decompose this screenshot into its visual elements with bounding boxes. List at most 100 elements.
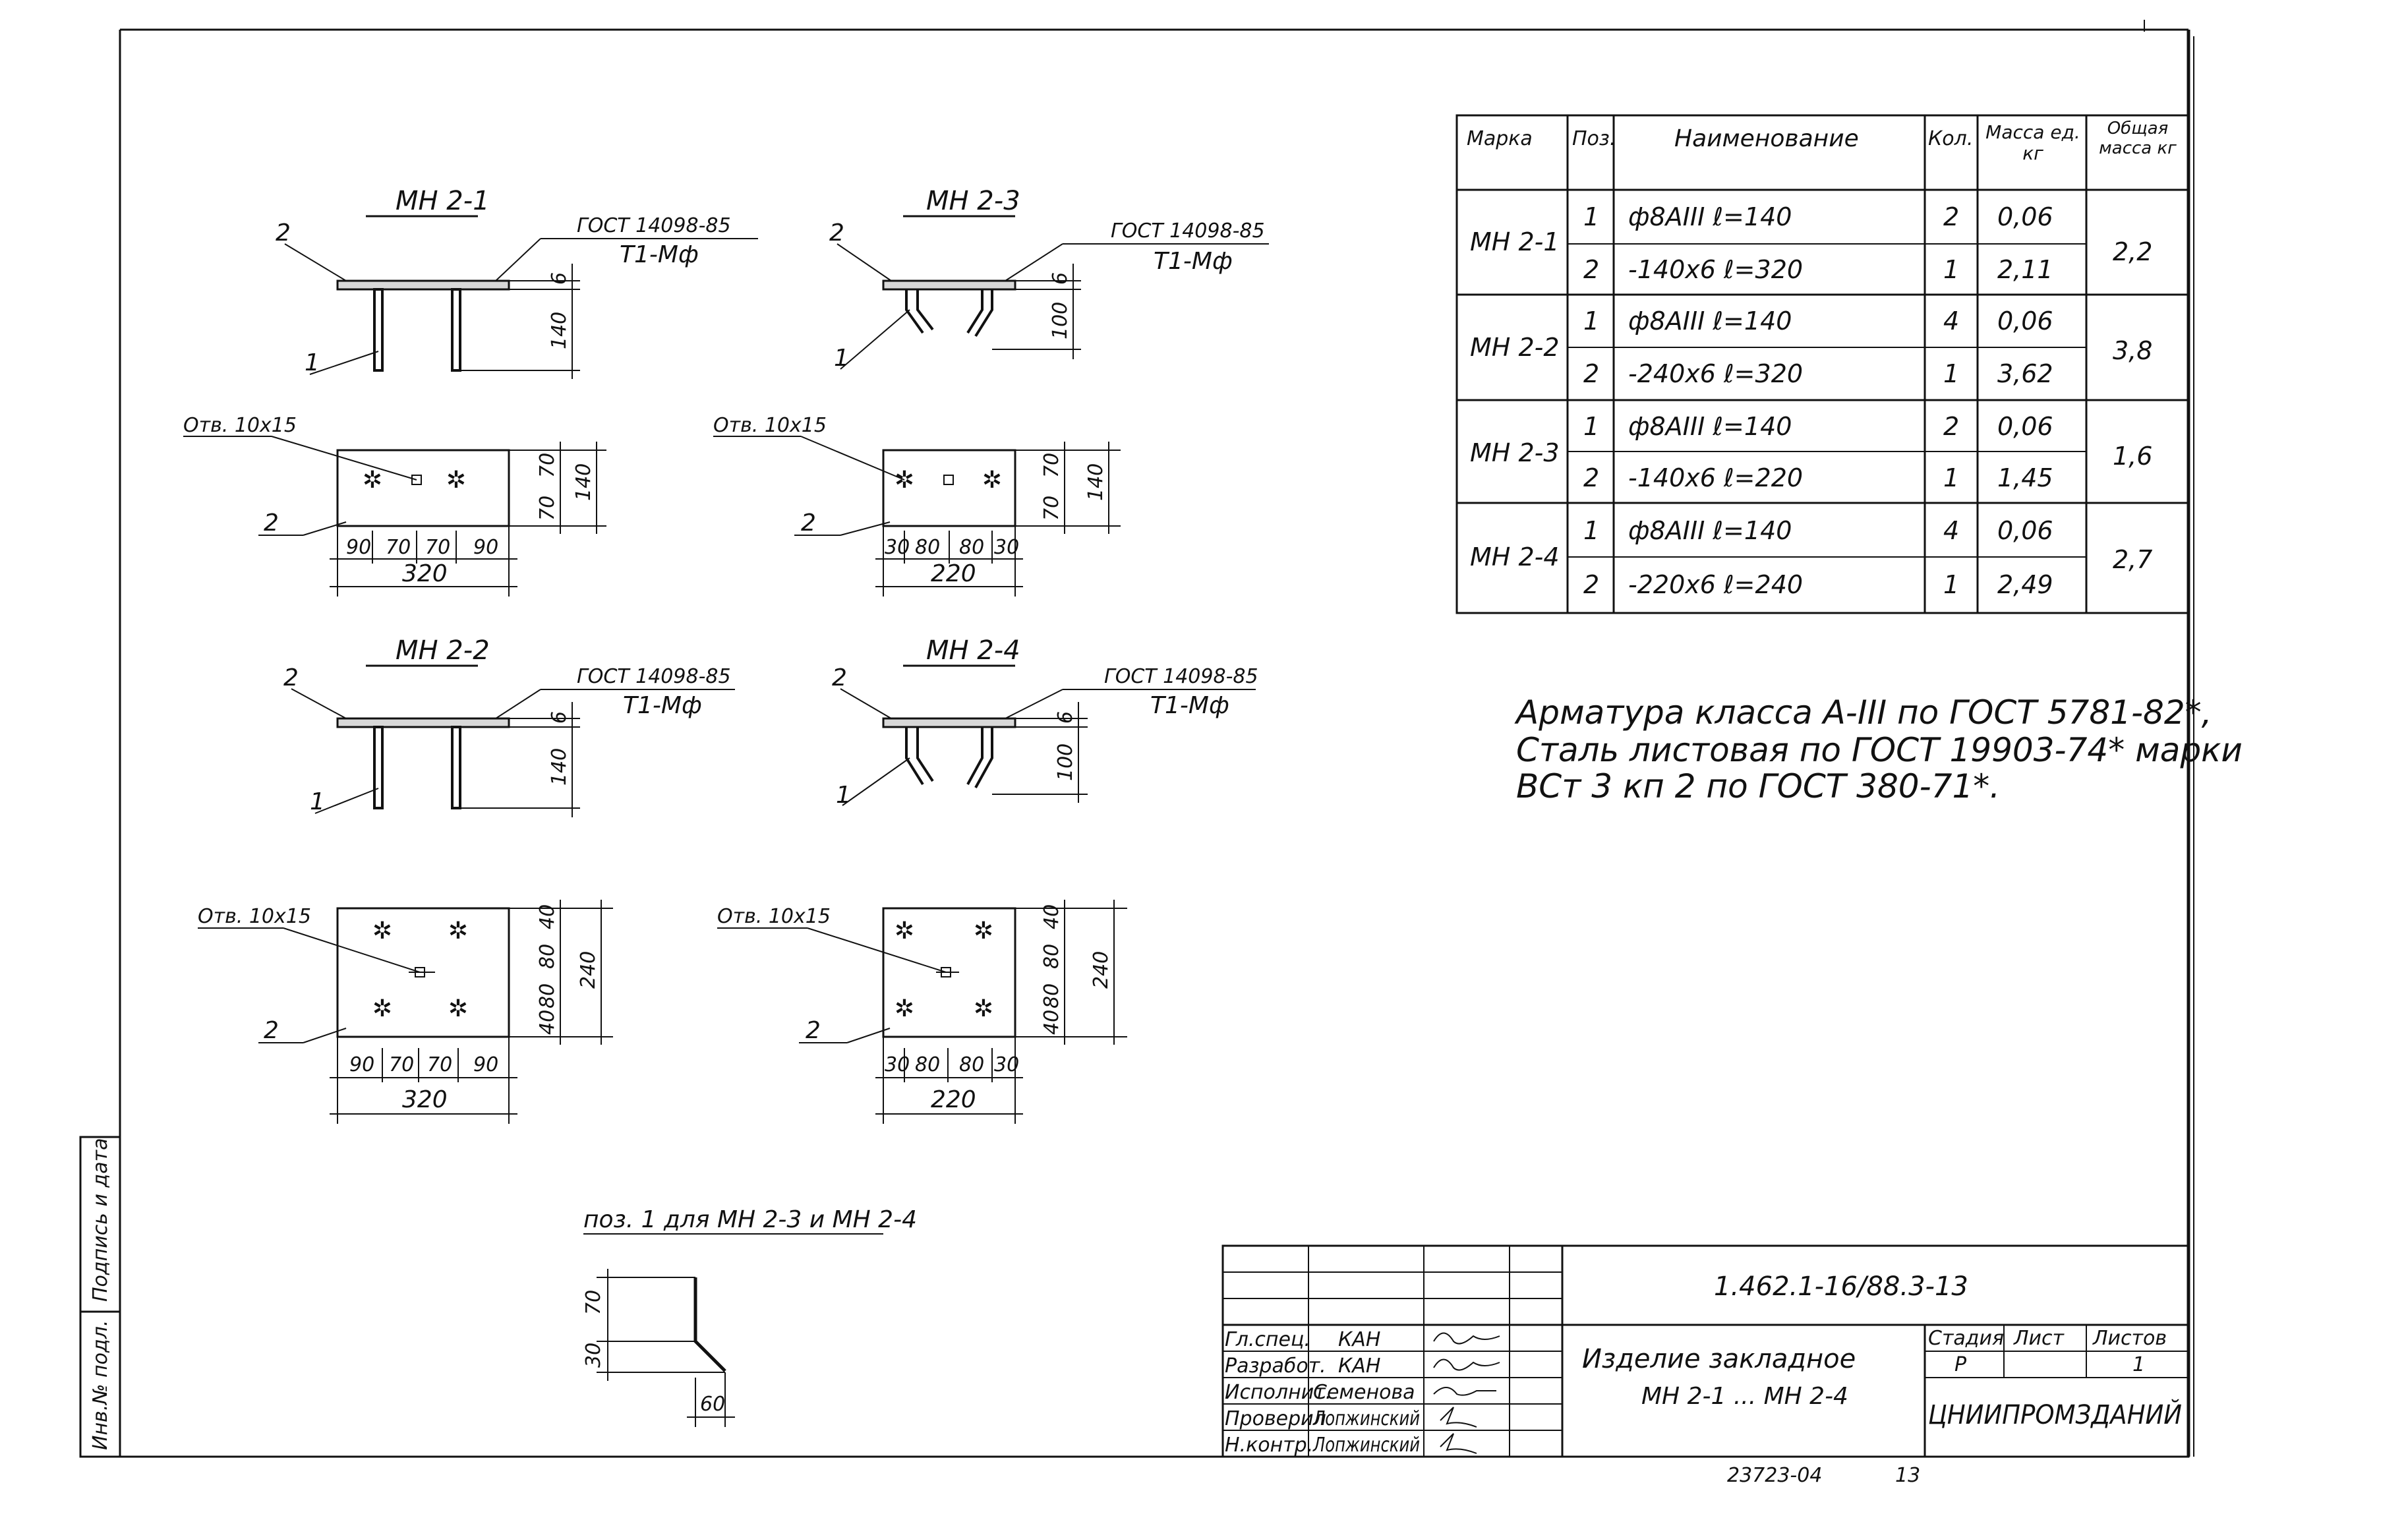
spec-qty: 4	[1943, 306, 1959, 335]
spec-header-pos: Поз.	[1572, 127, 1616, 150]
title-block: Гл.спец. Разработ. Исполнит. Проверил Н.…	[1221, 1244, 2190, 1458]
detail-dim-60: 60	[700, 1393, 725, 1416]
spec-mark: МН 2-4	[1470, 542, 1560, 571]
dim-total: 320	[402, 560, 448, 587]
sheets-value: 1	[2132, 1353, 2145, 1376]
plan-star-icon: ✲	[372, 995, 392, 1022]
weld-label: Т1-Мф	[620, 241, 699, 268]
spec-name: ф8АIII ℓ=140	[1628, 412, 1792, 441]
signature	[1440, 1407, 1477, 1428]
spec-total-mass: 1,6	[2113, 442, 2152, 471]
spec-unit-mass: 0,06	[1997, 202, 2053, 231]
spec-header-mark: Марка	[1467, 127, 1533, 150]
spec-unit-mass: 1,45	[1997, 463, 2053, 492]
spec-pos: 2	[1583, 359, 1599, 388]
stamp-inv-no: Инв.№ подл.	[89, 1320, 112, 1450]
gost-label: ГОСТ 14098-85	[577, 665, 731, 688]
weld-label: Т1-Мф	[623, 692, 702, 719]
dim-h2: 70	[386, 536, 411, 559]
drawing-number: 1.462.1-16/88.3-13	[1714, 1271, 1968, 1302]
view-mn2-4: МН 2-4 2 1 ГОСТ 14098-85 Т1-Мф 6 100	[832, 635, 1258, 809]
spec-unit-mass: 0,06	[1997, 306, 2053, 335]
pos1-detail: поз. 1 для МН 2-3 и МН 2-4 70 30 60	[582, 1206, 917, 1427]
left-stamp: Инв.№ подл. Подпись и дата	[79, 1136, 121, 1458]
signature	[1433, 1387, 1496, 1396]
dim-h3: 80	[959, 536, 984, 559]
dim-total: 220	[931, 1086, 976, 1113]
plan-mn2-2: ✲ ✲ ✲ ✲ Отв. 10х15 2 90 70 70 90 320 40 …	[198, 900, 613, 1124]
pos2-label: 2	[801, 510, 816, 537]
dim-vtotal: 140	[1084, 463, 1107, 501]
detail-dim-30: 30	[582, 1343, 605, 1368]
pos2-label: 2	[283, 664, 299, 691]
tb-role: Исполнит.	[1225, 1381, 1332, 1404]
stage-label: Стадия	[1928, 1327, 2004, 1350]
tb-role: Н.контр.	[1225, 1434, 1313, 1457]
spec-qty: 1	[1943, 255, 1959, 284]
item-marks: МН 2-1 ... МН 2-4	[1641, 1383, 1848, 1410]
tb-name: КАН	[1338, 1355, 1380, 1378]
dim-v4: 40	[1040, 904, 1063, 929]
spec-total-mass: 3,8	[2113, 336, 2152, 365]
plan-star-icon: ✲	[372, 918, 392, 945]
spec-total-mass: 2,7	[2113, 545, 2152, 574]
dim-height: 100	[1049, 302, 1072, 339]
signature	[1440, 1433, 1477, 1454]
tb-role: Гл.спец.	[1225, 1328, 1310, 1351]
plan-star-icon: ✲	[448, 918, 468, 945]
dim-v2: 80	[536, 983, 559, 1008]
spec-unit-mass: 3,62	[1997, 359, 2053, 388]
dim-v4: 40	[536, 904, 559, 929]
spec-row: 2 -140х6 ℓ=220 1 1,45	[1583, 463, 2053, 492]
plan-star-icon: ✲	[363, 467, 382, 494]
dim-height: 140	[548, 748, 571, 786]
pos2-label: 2	[829, 219, 844, 247]
view-title: МН 2-2	[396, 635, 490, 666]
spec-unit-mass: 2,11	[1997, 255, 2053, 284]
dim-v1: 40	[536, 1010, 559, 1035]
plan-star-icon: ✲	[982, 467, 1002, 494]
bottom-code: 23723-04	[1727, 1464, 1822, 1487]
pos2-label: 2	[276, 219, 291, 247]
spec-name: -240х6 ℓ=320	[1628, 359, 1803, 388]
spec-pos: 2	[1583, 463, 1599, 492]
pos1-label: 1	[305, 349, 320, 376]
spec-pos: 2	[1583, 255, 1599, 284]
weld-label: Т1-Мф	[1154, 248, 1233, 275]
dim-h3: 70	[425, 536, 450, 559]
plan-star-icon: ✲	[446, 467, 466, 494]
view-title: МН 2-3	[926, 186, 1020, 216]
dim-v1: 40	[1040, 1010, 1063, 1035]
dim-h3: 70	[427, 1053, 452, 1076]
plan-mn2-4: ✲ ✲ ✲ ✲ Отв. 10х15 2 30 80 80 30 220 40 …	[717, 900, 1127, 1124]
tb-name: КАН	[1338, 1328, 1380, 1351]
item-name: Изделие закладное	[1582, 1344, 1856, 1374]
dim-v2: 70	[536, 453, 559, 478]
dim-thickness: 6	[1049, 272, 1072, 285]
hole-label: Отв. 10х15	[713, 414, 827, 437]
pos1-label: 1	[310, 788, 325, 815]
spec-mark: МН 2-2	[1470, 333, 1560, 362]
notes: Арматура класса А-III по ГОСТ 5781-82*, …	[1514, 693, 2243, 805]
signature	[1433, 1332, 1500, 1345]
plan-star-icon: ✲	[448, 995, 468, 1022]
spec-qty: 2	[1943, 412, 1959, 441]
spec-table: Марка Поз. Наименование Кол. Масса ед. к…	[1455, 114, 2190, 614]
dim-height: 100	[1054, 743, 1077, 781]
dim-h4: 30	[994, 1053, 1019, 1076]
dim-h1: 30	[885, 1053, 910, 1076]
dim-vtotal: 240	[1090, 951, 1113, 989]
spec-mark: МН 2-3	[1470, 438, 1560, 467]
spec-unit-mass: 2,49	[1997, 570, 2053, 599]
dim-v3: 80	[1040, 944, 1063, 969]
signature	[1433, 1358, 1500, 1371]
plan-star-icon: ✲	[895, 918, 914, 945]
dim-thickness: 6	[1054, 711, 1077, 724]
hole-label: Отв. 10х15	[183, 414, 297, 437]
tb-role: Разработ.	[1225, 1355, 1326, 1378]
view-title: МН 2-4	[926, 635, 1020, 666]
plan-star-icon: ✲	[895, 467, 914, 494]
spec-mark: МН 2-1	[1470, 227, 1560, 256]
spec-unit-mass: 0,06	[1997, 516, 2053, 545]
gost-label: ГОСТ 14098-85	[577, 214, 731, 237]
